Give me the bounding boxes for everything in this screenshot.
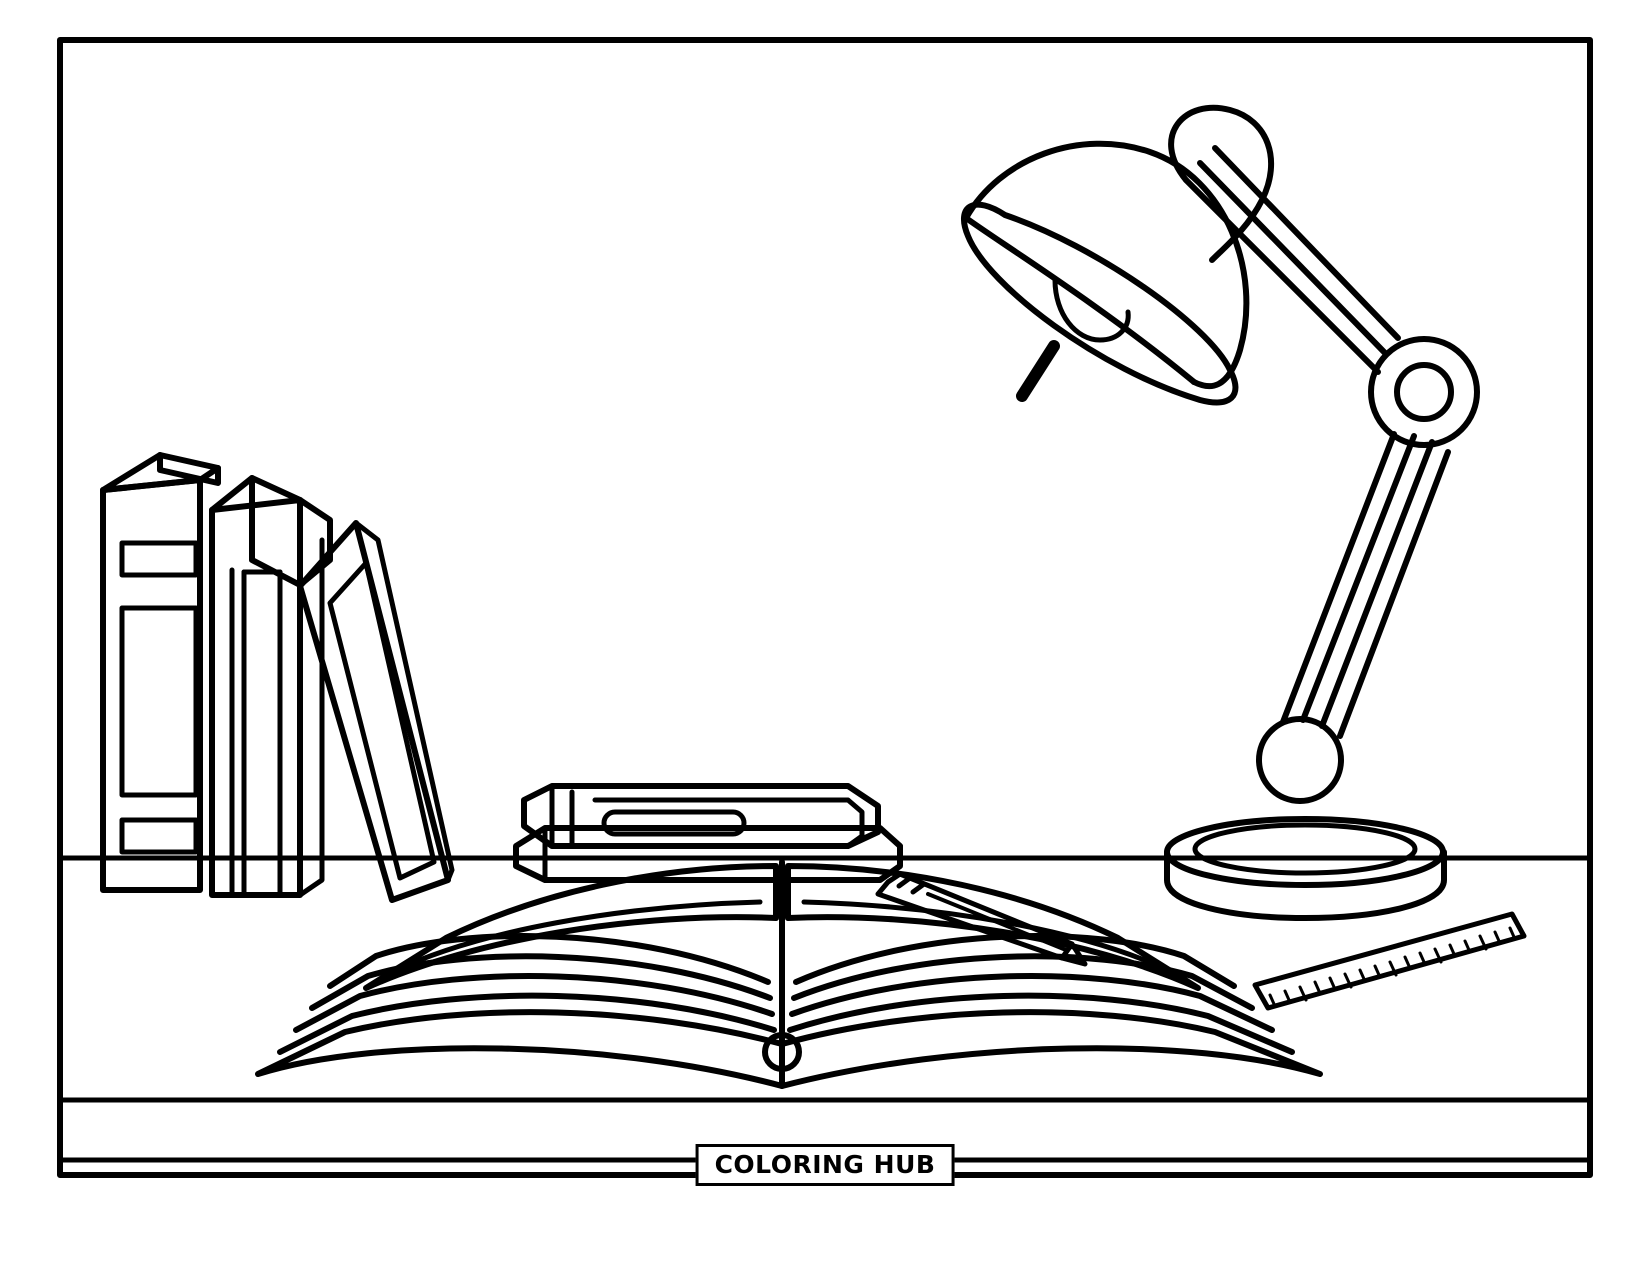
open-book-leaf-left <box>363 863 779 991</box>
open-book-cover-right <box>779 1009 1323 1089</box>
pencil-barrel-line <box>926 892 1068 952</box>
open-book-page-left-2 <box>293 973 775 1033</box>
open-book-spine-knot <box>762 1032 802 1072</box>
open-book-page-right-2 <box>789 973 1275 1033</box>
lamp-upper-arm-edge-3 <box>1183 177 1381 375</box>
stacked-books <box>513 783 903 883</box>
desk-lamp <box>960 104 1480 921</box>
pencil-tip-edge <box>1059 941 1075 961</box>
open-book-page-left-1 <box>277 992 777 1055</box>
stacked-book-top <box>521 783 881 849</box>
lamp-base-side <box>1164 849 1447 921</box>
lamp-upper-arm-edge-2 <box>1212 145 1401 341</box>
lamp-base-top-inner <box>1192 822 1418 876</box>
standing-book-3 <box>297 520 455 903</box>
lamp-base-top <box>1164 816 1446 888</box>
pencil-ferrule-line-1 <box>896 875 913 889</box>
standing-book-1 <box>100 452 221 893</box>
ruler-body <box>1252 911 1527 1011</box>
lamp-shade-neck <box>1168 104 1275 263</box>
standing-book-2 <box>209 475 333 898</box>
standing-book-1-band-bottom <box>119 817 199 855</box>
lamp-lower-joint <box>1256 716 1344 804</box>
stacked-book-bottom <box>513 825 903 883</box>
pencil-body <box>875 871 1088 967</box>
lamp-pull-switch <box>1016 340 1060 402</box>
lamp-lower-arm-edge-1 <box>1280 431 1397 725</box>
lamp-elbow-joint-outer <box>1368 336 1480 448</box>
ruler <box>1252 911 1527 1011</box>
lamp-shade-rim <box>960 201 1239 406</box>
open-book <box>255 859 1323 1089</box>
pencil-ferrule-line-2 <box>910 881 927 895</box>
lamp-bulb <box>1052 277 1131 343</box>
open-book-leaf-right <box>785 863 1201 991</box>
stacked-book-top-label <box>601 809 747 837</box>
open-book-cover-left <box>255 1009 785 1089</box>
stacked-book-top-cover-line <box>592 797 865 849</box>
open-book-page-right-1 <box>787 992 1295 1055</box>
open-book-inner-frame-left <box>389 899 763 975</box>
lamp-upper-arm-edge-1 <box>1197 160 1389 357</box>
standing-book-3-edge <box>353 520 455 883</box>
lamp-lower-arm-edge-4 <box>1337 449 1451 739</box>
standing-book-3-label-panel <box>327 560 437 881</box>
standing-book-1-band-top <box>119 540 199 578</box>
standing-book-1-label-panel <box>119 605 199 798</box>
watermark-label: COLORING HUB <box>714 1150 936 1179</box>
ruler-ticks <box>1268 926 1516 1006</box>
lamp-lower-arm-edge-2 <box>1300 433 1417 723</box>
standing-book-1-top-inner <box>157 452 221 486</box>
watermark-badge: COLORING HUB <box>695 1144 955 1186</box>
lamp-lower-arm-edge-3 <box>1319 439 1435 729</box>
pencil <box>875 871 1088 967</box>
lamp-shade-dome-back <box>963 215 1197 385</box>
lamp-elbow-joint-inner <box>1394 362 1454 422</box>
open-book-inner-frame-right <box>801 899 1175 975</box>
